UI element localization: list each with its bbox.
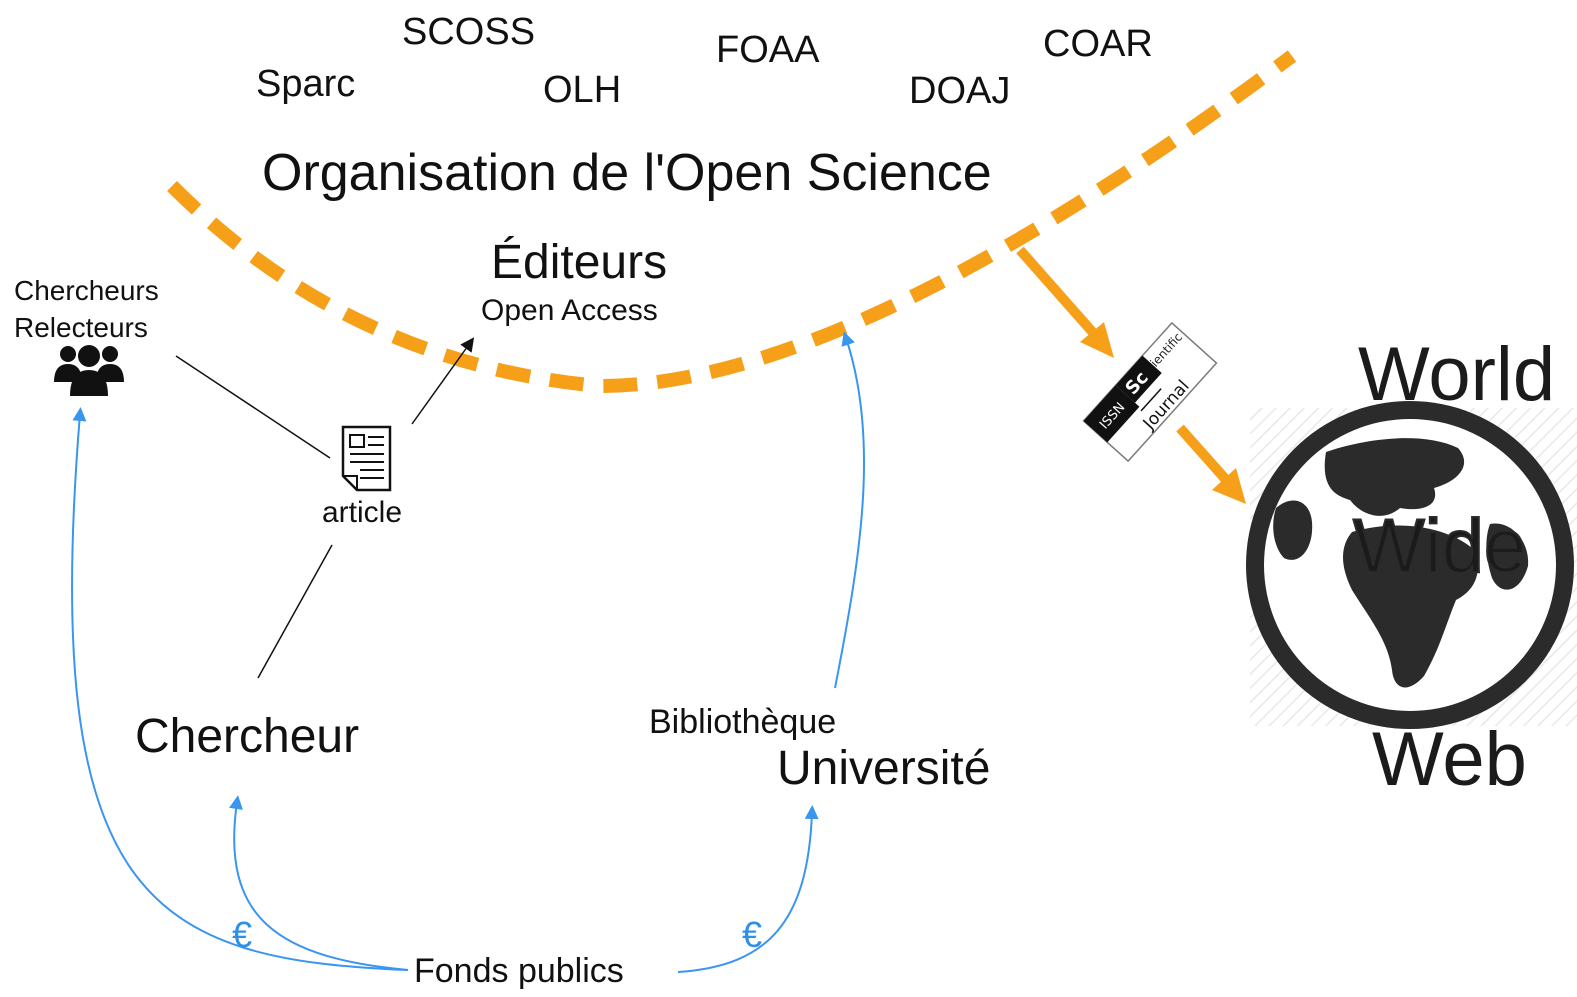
submit-arrow <box>411 337 475 425</box>
org-doaj: DOAJ <box>909 70 1010 112</box>
org-foaa: FOAA <box>716 29 820 71</box>
funding-flow-universite <box>677 805 819 973</box>
review-link <box>175 355 331 459</box>
euro-symbol-left: € <box>232 914 252 955</box>
open-science-boundary <box>167 50 1297 394</box>
globe-icon <box>1246 401 1574 729</box>
article-label: article <box>322 496 402 529</box>
org-sparc: Sparc <box>256 63 355 105</box>
funding-flow-reviewers <box>70 407 409 971</box>
chercheur-label: Chercheur <box>135 710 359 763</box>
universite-label: Université <box>777 742 990 795</box>
funding-flow-chercheur <box>229 795 409 971</box>
group-icon <box>54 345 124 396</box>
author-link <box>257 544 333 679</box>
editeurs-title: Éditeurs <box>491 236 667 289</box>
bibliotheque-label: Bibliothèque <box>649 703 836 741</box>
reviewers-label-1: Chercheurs <box>14 275 159 306</box>
editeurs-subtitle: Open Access <box>481 294 658 327</box>
open-science-title: Organisation de l'Open Science <box>262 144 992 202</box>
publish-arrow-2 <box>1176 424 1246 504</box>
org-olh: OLH <box>543 69 621 111</box>
www-web: Web <box>1372 717 1527 802</box>
library-flow-editeurs <box>834 331 866 689</box>
publish-arrow-1 <box>1016 246 1114 358</box>
newspaper-icon <box>341 425 392 492</box>
euro-symbol-right: € <box>742 914 762 955</box>
fonds-publics-label: Fonds publics <box>414 952 624 990</box>
org-coar: COAR <box>1043 23 1153 65</box>
org-scoss: SCOSS <box>402 11 535 53</box>
www-world: World <box>1358 332 1555 417</box>
www-wide: Wide <box>1353 504 1526 589</box>
reviewers-label-2: Relecteurs <box>14 312 148 343</box>
